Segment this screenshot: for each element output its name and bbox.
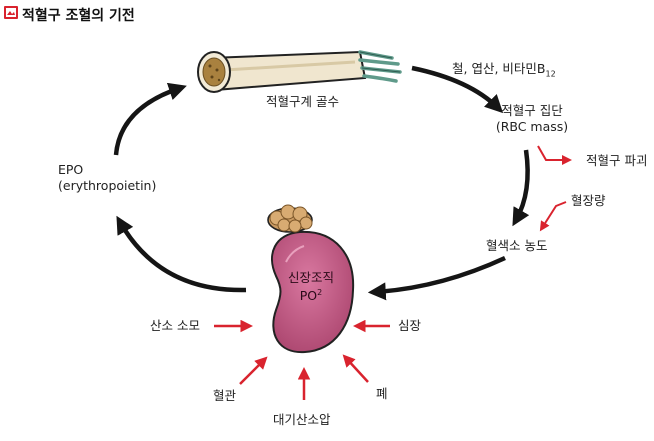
arrow-hemoglobin-to-kidney bbox=[367, 255, 506, 301]
label-atm-o2: 대기산소압 bbox=[273, 412, 331, 427]
label-rbc-destruction: 적혈구 파괴 bbox=[586, 153, 648, 168]
page-title: 적혈구 조혈의 기전 bbox=[22, 8, 135, 24]
label-bone-marrow: 적혈구계 골수 bbox=[266, 94, 339, 109]
bone-illustration bbox=[197, 50, 402, 93]
arrow-vessels bbox=[239, 356, 268, 385]
label-hemoglobin: 혈색소 농도 bbox=[486, 238, 548, 253]
label-kidney-tissue: 신장조직 PO2 bbox=[287, 270, 334, 304]
arrow-epo-to-bone bbox=[113, 82, 187, 156]
title-icon bbox=[4, 6, 18, 19]
label-o2-consumption: 산소 소모 bbox=[150, 318, 200, 333]
label-epo: EPO (erythropoietin) bbox=[58, 162, 157, 193]
arrow-rbc-destruction bbox=[537, 145, 572, 165]
label-lung: 폐 bbox=[376, 386, 388, 401]
label-vessels: 혈관 bbox=[213, 388, 237, 403]
kidney-illustration bbox=[267, 204, 355, 354]
arrow-lung bbox=[342, 354, 369, 383]
label-rbc-mass: 적혈구 집단 (RBC mass) bbox=[495, 103, 569, 134]
arrow-rbc-to-hemoglobin bbox=[512, 149, 530, 227]
label-heart: 심장 bbox=[398, 318, 422, 333]
adrenal-gland bbox=[267, 204, 313, 233]
arrow-kidney-to-epo bbox=[116, 215, 247, 293]
arrow-bone-to-rbc bbox=[411, 65, 504, 114]
arrow-blood-volume bbox=[539, 201, 567, 232]
label-nutrients: 철, 엽산, 비타민B12 bbox=[452, 61, 556, 79]
label-blood-volume: 혈장량 bbox=[571, 193, 606, 208]
